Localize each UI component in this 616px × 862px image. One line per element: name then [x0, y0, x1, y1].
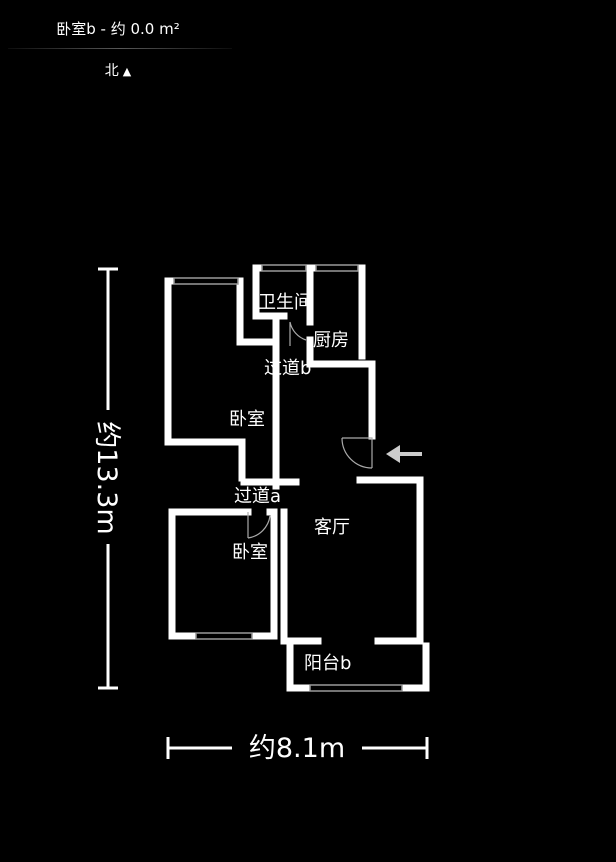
room-label-balcony-b: 阳台b: [304, 653, 351, 674]
door-entrance: [341, 437, 373, 469]
room-label-kitchen: 厨房: [313, 330, 349, 351]
dimension-height-label: 约13.3m: [91, 421, 122, 534]
wall-bedroom-upper-notch: [236, 277, 280, 346]
wall-bedroom-upper: [164, 277, 246, 482]
wall-kitchen-bottom: [306, 360, 376, 440]
room-label-bathroom: 卫生间: [258, 292, 312, 313]
wall-balcony: [286, 642, 314, 692]
room-label-corridor-a: 过道a: [234, 486, 281, 507]
door-bedroom-lower: [247, 512, 271, 539]
window-balcony: [309, 684, 403, 692]
wall-balcony-right: [398, 642, 430, 692]
doors: [247, 321, 373, 539]
room-label-bedroom-lower: 卧室: [232, 542, 268, 563]
wall-bedroom-lower-right: [248, 508, 278, 640]
dimension-width-label: 约8.1m: [249, 733, 345, 764]
wall-bedroom-lower: [168, 508, 252, 640]
window-kitchen: [315, 264, 359, 272]
dimension-width: [166, 737, 429, 759]
header-divider: [8, 48, 232, 49]
compass-label: 北: [104, 63, 119, 79]
north-arrow-icon: ▲: [122, 65, 132, 78]
window-bedroom-lower: [195, 632, 253, 640]
room-label-living-room: 客厅: [314, 517, 350, 538]
dimension-height: [98, 267, 118, 690]
window-bathroom: [261, 264, 307, 272]
door-bathroom: [289, 321, 307, 346]
window-bedroom-upper: [173, 277, 239, 285]
entrance-arrow-icon: [386, 445, 422, 463]
wall-living-right: [356, 476, 424, 645]
header-title: 卧室b - 约 0.0 m²: [56, 20, 180, 38]
room-label-bedroom-upper: 卧室: [229, 409, 265, 430]
walls: [164, 264, 430, 692]
compass: 北▲: [0, 60, 236, 80]
room-label-corridor-b: 过道b: [264, 358, 311, 379]
windows: [173, 264, 403, 692]
